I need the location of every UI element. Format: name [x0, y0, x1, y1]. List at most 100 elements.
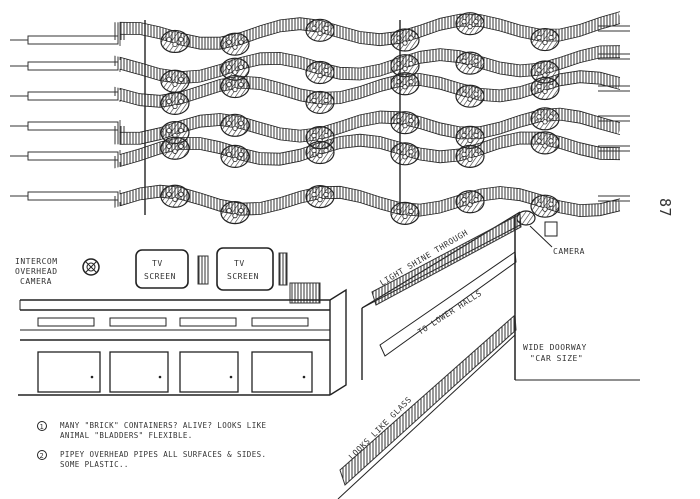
bladder-container: [455, 144, 485, 168]
tv-screen-1-label-line2: SCREEN: [144, 272, 176, 281]
bladder-cell: [317, 102, 323, 109]
bladder-cell: [238, 120, 244, 126]
bladder-cell: [311, 97, 317, 104]
bladder-cell: [542, 119, 548, 125]
note-1-marker-circle: [37, 421, 47, 431]
intercom-label-line1: INTERCOM: [15, 257, 58, 266]
bladder-cell: [402, 123, 408, 129]
bladder-cell: [323, 97, 329, 104]
bladder-cell: [542, 72, 548, 78]
bladder-cell: [166, 36, 172, 43]
bladder-cell: [178, 191, 184, 197]
tv-vent-2: [278, 252, 288, 286]
bladder-cell: [178, 98, 184, 105]
tv-screen-2: [216, 247, 274, 291]
terminal-left: [27, 35, 119, 45]
bladder-container: [160, 29, 190, 54]
bladder-cell: [408, 149, 414, 155]
pipe-terminals-left: [10, 35, 119, 201]
note-2-marker: 2: [40, 452, 45, 460]
bladder-cell: [232, 69, 238, 75]
bladder-cell: [467, 63, 473, 69]
bladder-cell: [548, 138, 554, 144]
bladder-cell: [408, 208, 414, 214]
bladder-cell: [238, 208, 244, 214]
tv-screen-2-label-line2: SCREEN: [227, 272, 259, 281]
bladder-cell: [536, 201, 542, 207]
bladder-cell: [402, 213, 408, 219]
pipe-edge: [119, 184, 621, 206]
bladder-container: [305, 60, 335, 85]
intercom-device: [82, 258, 100, 276]
bladder-cell: [238, 81, 244, 88]
pipe-edge: [119, 107, 621, 133]
bladder-cell: [166, 98, 172, 105]
bladder-cell: [166, 76, 172, 82]
bladder-cell: [536, 114, 542, 120]
bladder-cell: [408, 79, 414, 85]
bladder-cell: [408, 35, 414, 41]
tv-screen-2-label-line1: TV: [234, 259, 245, 268]
bladder-cell: [232, 86, 238, 93]
bladder-cell: [178, 143, 184, 149]
bladder-cell: [178, 76, 184, 82]
terminal-left: [27, 91, 119, 101]
bladder-cell: [461, 91, 467, 97]
terminal-left: [27, 121, 119, 131]
bladder-cell: [232, 156, 238, 162]
bladder-cell: [323, 132, 329, 139]
note-2-marker-circle: [37, 450, 47, 460]
bladder-cell: [238, 151, 244, 157]
bladder-cell: [548, 114, 554, 120]
bladder-cell: [166, 128, 172, 134]
bladder-cell: [542, 88, 548, 95]
bladder-cell: [473, 58, 479, 64]
bladder-cell: [172, 148, 178, 154]
bladder-cell: [542, 39, 548, 46]
bladder-cell: [473, 151, 479, 157]
bladder-container: [220, 113, 250, 137]
bladder-cell: [461, 19, 467, 25]
bladder-cell: [473, 132, 479, 138]
note-1-line1: MANY "BRICK" CONTAINERS? ALIVE? LOOKS LI…: [60, 421, 267, 430]
bladder-container: [530, 131, 560, 155]
camera-label: CAMERA: [553, 247, 585, 256]
bladder-cell: [311, 67, 317, 74]
bladder-cell: [311, 147, 317, 154]
bladder-cell: [536, 34, 542, 41]
bladder-container: [160, 184, 190, 208]
pipe-edge: [119, 131, 621, 156]
bladder-cell: [467, 24, 473, 30]
bladder-container: [305, 18, 335, 42]
bladder-cell: [172, 103, 178, 110]
bladder-cell: [402, 84, 408, 90]
bladder-container: [390, 28, 420, 52]
pipe-terminals-right: [598, 25, 630, 202]
pipe-edge: [119, 11, 621, 38]
bladder-cell: [323, 67, 329, 74]
bladder-cell: [408, 61, 414, 67]
tv-screen-1-label-line1: TV: [152, 259, 163, 268]
bladder-cell: [323, 147, 329, 154]
bladder-cell: [548, 83, 554, 90]
bladder-cell: [473, 197, 479, 203]
bladder-cell: [402, 154, 408, 160]
bladder-cell: [473, 91, 479, 97]
bladder-cell: [467, 202, 473, 208]
terminal-left: [27, 191, 119, 201]
bladder-cell: [461, 58, 467, 64]
bladder-cell: [238, 39, 244, 45]
bladder-cell: [461, 132, 467, 138]
bladder-container: [530, 27, 560, 52]
bladder-container: [220, 74, 250, 99]
doorway-label-line1: WIDE DOORWAY: [523, 343, 587, 352]
tv-screen-1: [135, 249, 189, 289]
bladder-cell: [317, 30, 323, 36]
bladder-container: [220, 32, 250, 56]
bladder-cell: [311, 132, 317, 139]
bladder-cell: [467, 137, 473, 143]
bladder-container: [160, 136, 190, 160]
bladder-cell: [402, 40, 408, 46]
bladder-cell: [226, 120, 232, 126]
